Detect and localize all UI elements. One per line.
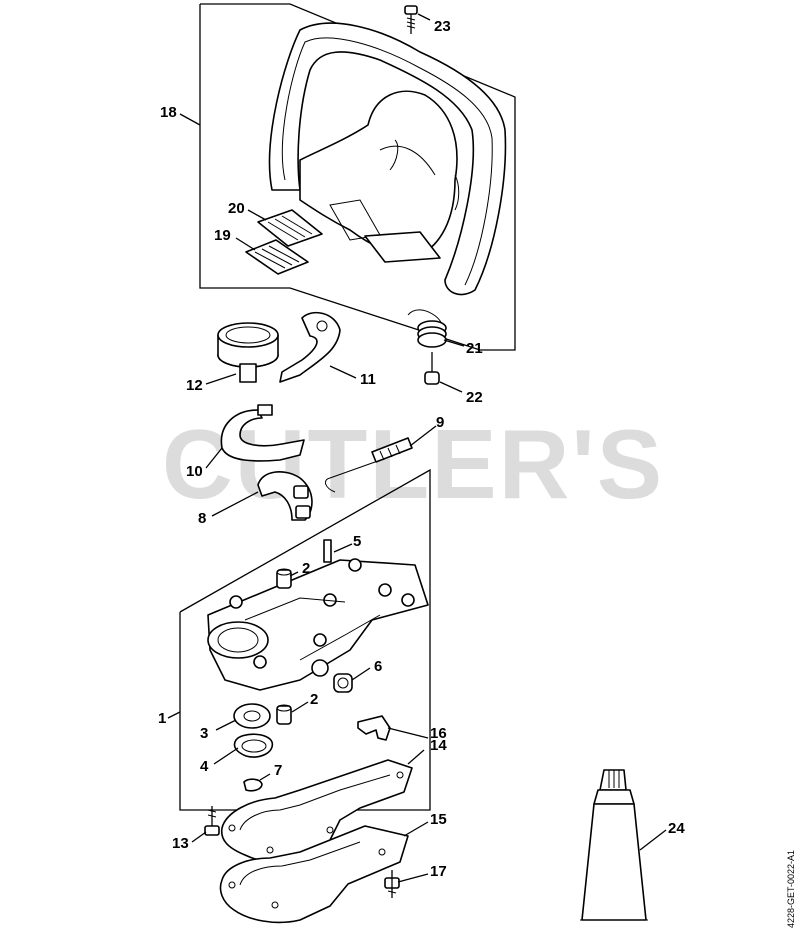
callout-10: 10	[186, 463, 203, 480]
callout-21: 21	[466, 340, 483, 357]
clutch-drum-12	[217, 322, 279, 383]
plug-6	[311, 659, 353, 693]
callout-15: 15	[430, 811, 447, 828]
leader-lines	[167, 13, 667, 883]
callout-13: 13	[172, 835, 189, 852]
screw-23	[404, 5, 418, 34]
watermark: CUTLER'S	[162, 409, 664, 519]
bushing-2b	[276, 704, 292, 725]
gasket-15	[219, 825, 409, 924]
pin-5	[323, 539, 332, 563]
bushing-2a	[276, 568, 292, 589]
drawing-code: 4228-GET-0022-A1	[786, 850, 796, 928]
callout-19: 19	[214, 227, 231, 244]
callout-24: 24	[668, 820, 685, 837]
plate-20	[257, 209, 323, 247]
callout-22: 22	[466, 389, 483, 406]
callout-3: 3	[200, 725, 208, 742]
circlip-4	[233, 733, 274, 758]
callout-2b: 2	[310, 691, 318, 708]
callout-5: 5	[353, 533, 361, 550]
lever-11	[279, 311, 341, 383]
band-10	[220, 404, 305, 462]
clip-7	[243, 778, 263, 792]
callout-23: 23	[434, 18, 451, 35]
handle-assembly-box	[199, 3, 516, 351]
callout-20: 20	[228, 200, 245, 217]
callout-6: 6	[374, 658, 382, 675]
clamp-8	[257, 471, 313, 521]
gear-housing-1	[207, 558, 429, 691]
gear-housing-box	[179, 468, 431, 811]
callout-2a: 2	[302, 560, 310, 577]
callout-12: 12	[186, 377, 203, 394]
callout-14: 14	[430, 737, 447, 754]
bearing-3	[233, 703, 271, 729]
handle	[268, 22, 507, 296]
callout-16: 16	[430, 725, 447, 742]
callout-4: 4	[200, 758, 209, 775]
clip-16	[357, 715, 391, 741]
callout-9: 9	[436, 414, 444, 431]
callout-1: 1	[158, 710, 166, 727]
spring-9	[324, 437, 413, 493]
callout-17: 17	[430, 863, 447, 880]
bolt-22	[424, 352, 440, 385]
screw-17	[384, 870, 400, 898]
plate-19	[245, 239, 309, 275]
callout-8: 8	[198, 510, 206, 527]
spring-21	[407, 309, 447, 348]
callout-7: 7	[274, 762, 282, 779]
callout-11: 11	[360, 371, 376, 388]
grease-tube-24	[580, 769, 648, 921]
callout-18: 18	[160, 104, 177, 121]
screw-13	[204, 806, 220, 836]
